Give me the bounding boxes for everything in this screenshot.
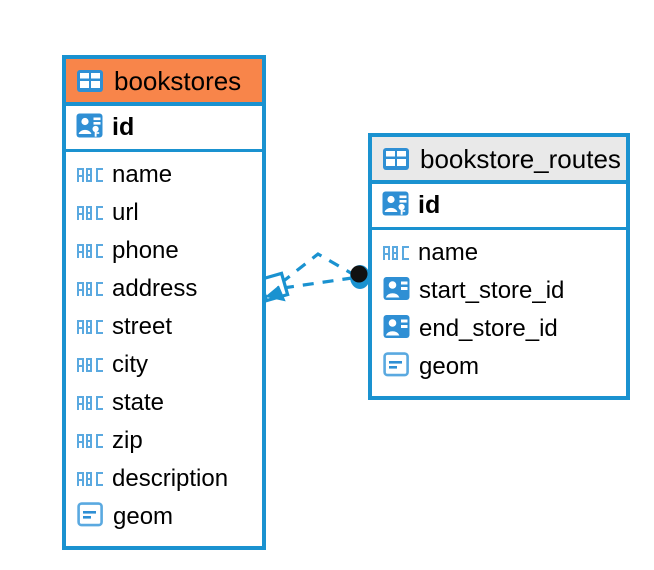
field-row-geom[interactable]: geom	[66, 498, 262, 536]
abc-text-icon	[77, 238, 103, 264]
field-label: name	[112, 161, 173, 188]
field-row-state[interactable]: state	[66, 384, 262, 422]
field-label: state	[112, 389, 165, 416]
field-row-primary-key[interactable]: id	[66, 106, 262, 152]
abc-text-icon	[77, 390, 103, 416]
field-row-end-store-id[interactable]: end_store_id	[372, 310, 626, 348]
field-label: phone	[112, 237, 179, 264]
field-row-start-store-id[interactable]: start_store_id	[372, 272, 626, 310]
field-row-primary-key[interactable]: id	[372, 184, 626, 230]
abc-text-icon	[77, 162, 103, 188]
entity-header-bookstore-routes[interactable]: bookstore_routes	[372, 137, 626, 184]
field-list-bookstore-routes: name start_store_id	[372, 230, 626, 390]
entity-bookstores[interactable]: bookstores id	[62, 55, 266, 550]
field-row-city[interactable]: city	[66, 346, 262, 384]
entity-bookstore-routes[interactable]: bookstore_routes id	[368, 133, 630, 400]
table-icon	[382, 147, 410, 171]
field-row-street[interactable]: street	[66, 308, 262, 346]
field-row-name[interactable]: name	[372, 234, 626, 272]
table-icon	[76, 69, 104, 93]
abc-text-icon	[383, 240, 409, 266]
field-row-name[interactable]: name	[66, 156, 262, 194]
primary-key-icon	[76, 112, 103, 144]
abc-text-icon	[77, 428, 103, 454]
field-row-zip[interactable]: zip	[66, 422, 262, 460]
abc-text-icon	[77, 352, 103, 378]
relationship-line-straight	[282, 276, 353, 290]
field-label: id	[112, 113, 135, 141]
field-row-url[interactable]: url	[66, 194, 262, 232]
filled-circle-marker	[350, 265, 370, 289]
field-label: zip	[112, 427, 143, 454]
geometry-icon	[383, 352, 410, 382]
field-label: id	[418, 191, 441, 219]
field-label: url	[112, 199, 139, 226]
foreign-key-icon	[383, 276, 410, 306]
field-list-bookstores: name u	[66, 152, 262, 540]
field-row-phone[interactable]: phone	[66, 232, 262, 270]
field-label: geom	[419, 353, 480, 380]
field-label: geom	[113, 503, 174, 530]
entity-name: bookstores	[114, 65, 242, 96]
entity-header-bookstores[interactable]: bookstores	[66, 59, 262, 106]
foreign-key-icon	[383, 314, 410, 344]
field-label: address	[112, 275, 198, 302]
field-label: start_store_id	[419, 277, 565, 304]
primary-key-icon	[382, 190, 409, 222]
geometry-icon	[77, 502, 104, 532]
field-label: name	[418, 239, 479, 266]
abc-text-icon	[77, 200, 103, 226]
field-row-description[interactable]: description	[66, 460, 262, 498]
field-row-geom[interactable]: geom	[372, 348, 626, 386]
relationship-line-arc	[280, 252, 357, 285]
abc-text-icon	[77, 276, 103, 302]
field-label: city	[112, 351, 148, 378]
abc-text-icon	[77, 466, 103, 492]
field-label: street	[112, 313, 173, 340]
field-label: end_store_id	[419, 315, 558, 342]
field-label: description	[112, 465, 229, 492]
field-row-address[interactable]: address	[66, 270, 262, 308]
entity-name: bookstore_routes	[420, 143, 621, 174]
abc-text-icon	[77, 314, 103, 340]
